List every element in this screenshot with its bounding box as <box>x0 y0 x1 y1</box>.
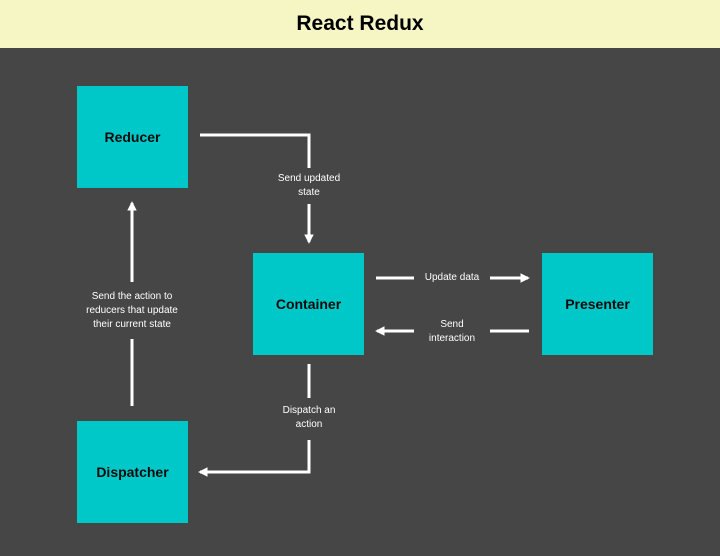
node-presenter: Presenter <box>542 253 653 355</box>
diagram-arrows <box>127 133 530 477</box>
edge-label-send-action: Send the action to reducers that update … <box>86 291 178 330</box>
node-container: Container <box>253 253 364 355</box>
header-bar: React Redux <box>0 0 720 48</box>
arrow-reducer-to-container-top <box>200 133 311 168</box>
page-title: React Redux <box>296 12 424 35</box>
edge-label-send-updated-state: Send updated state <box>277 173 341 198</box>
edge-label-dispatch-action: Dispatch an action <box>282 405 336 430</box>
edge-label-send-interaction: Send interaction <box>428 319 476 344</box>
edge-label-update-data: Update data <box>424 272 480 283</box>
arrow-container-to-dispatcher-bottom <box>198 440 311 477</box>
diagram-canvas: Reducer Container Presenter Dispatcher S… <box>0 48 720 556</box>
node-dispatcher: Dispatcher <box>77 421 188 523</box>
node-reducer: Reducer <box>77 86 188 188</box>
